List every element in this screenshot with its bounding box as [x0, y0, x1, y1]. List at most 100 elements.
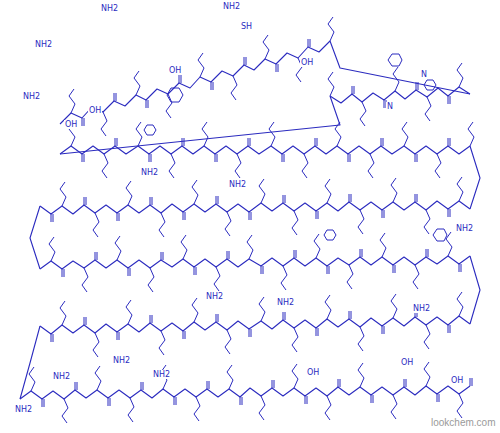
- bond-line: [358, 327, 364, 351]
- bond-line: [308, 39, 309, 47]
- bond-line: [51, 334, 52, 342]
- bond-line: [338, 379, 339, 387]
- bond-line: [183, 331, 184, 339]
- bond-line: [207, 381, 208, 389]
- bond-line: [161, 252, 162, 260]
- bond-line: [457, 292, 463, 316]
- bond-line: [450, 138, 451, 146]
- bond-line: [470, 378, 471, 386]
- bond-line: [209, 381, 210, 389]
- bond-line: [151, 154, 152, 162]
- bond-line: [152, 197, 153, 205]
- bond-line: [278, 64, 279, 72]
- bond-line: [213, 82, 214, 90]
- bond-line: [114, 93, 115, 101]
- bond-line: [174, 397, 175, 405]
- bond-line: [251, 212, 252, 220]
- bond-line: [324, 230, 336, 240]
- bond-line: [358, 210, 364, 234]
- bond-line: [285, 312, 286, 320]
- atom-label: NH2: [205, 292, 224, 301]
- atom-label: OH: [300, 58, 314, 67]
- bond-line: [231, 76, 237, 100]
- bond-line: [214, 267, 220, 291]
- bond-line: [417, 194, 418, 202]
- bond-line: [448, 96, 449, 104]
- bond-line: [404, 379, 405, 387]
- bond-line: [307, 396, 308, 404]
- atom-label: OH: [450, 376, 464, 385]
- bond-line: [349, 194, 350, 202]
- bond-line: [276, 64, 277, 72]
- bond-line: [282, 154, 283, 162]
- bond-line: [362, 249, 363, 257]
- bond-line: [437, 394, 438, 402]
- bond-line: [316, 328, 317, 336]
- atom-label: N: [386, 102, 394, 111]
- bond-line: [86, 197, 87, 205]
- bond-line: [391, 395, 397, 419]
- bond-line: [225, 212, 231, 236]
- bond-line: [292, 328, 298, 352]
- bond-line: [49, 237, 55, 261]
- bond-line: [448, 325, 449, 333]
- bond-line: [310, 39, 311, 47]
- atom-label: OH: [400, 358, 414, 367]
- bond-line: [244, 57, 245, 65]
- bond-line: [141, 382, 142, 390]
- bond-line: [126, 181, 132, 205]
- bond-line: [358, 363, 364, 387]
- bond-line: [192, 180, 198, 204]
- bond-line: [428, 249, 429, 257]
- bond-line: [457, 63, 463, 87]
- bond-line: [450, 325, 451, 333]
- bond-line: [40, 201, 470, 214]
- bond-line: [117, 138, 118, 146]
- bond-line: [413, 265, 419, 289]
- bond-line: [340, 379, 341, 387]
- atom-label: NH2: [228, 180, 247, 189]
- bond-line: [347, 265, 353, 289]
- bond-line: [352, 86, 353, 94]
- bond-line: [60, 41, 330, 124]
- bond-line: [327, 266, 328, 274]
- bond-line: [402, 122, 408, 146]
- atom-label: NH2: [412, 304, 431, 313]
- bond-line: [351, 194, 352, 202]
- bond-line: [302, 154, 308, 178]
- bond-line: [102, 154, 108, 178]
- bond-line: [95, 252, 96, 260]
- bond-line: [217, 154, 218, 162]
- bond-line: [425, 97, 431, 121]
- bond-line: [384, 100, 385, 108]
- bond-line: [235, 154, 241, 178]
- bond-line: [192, 298, 198, 322]
- bond-line: [143, 382, 144, 390]
- atom-label: OH: [64, 120, 78, 129]
- bond-line: [108, 398, 109, 406]
- bond-line: [42, 399, 43, 407]
- atom-label: NH2: [100, 4, 119, 13]
- bond-line: [126, 300, 132, 324]
- bond-line: [470, 146, 480, 209]
- bond-line: [84, 317, 85, 325]
- bond-line: [246, 57, 247, 65]
- atom-label: NH2: [222, 2, 241, 11]
- bond-line: [435, 154, 441, 178]
- atom-label: SH: [240, 22, 253, 31]
- bond-line: [64, 269, 65, 277]
- bond-line: [285, 195, 286, 203]
- bond-line: [384, 210, 385, 218]
- bond-line: [119, 213, 120, 221]
- bond-line: [459, 264, 460, 272]
- bond-line: [249, 329, 250, 337]
- bond-line: [169, 154, 175, 178]
- bond-line: [457, 177, 463, 201]
- bond-line: [283, 195, 284, 203]
- bond-line: [148, 100, 149, 108]
- bond-line: [215, 154, 216, 162]
- bond-line: [240, 397, 241, 405]
- bond-line: [20, 386, 470, 399]
- atom-label: NH2: [112, 356, 131, 365]
- bond-line: [146, 100, 147, 108]
